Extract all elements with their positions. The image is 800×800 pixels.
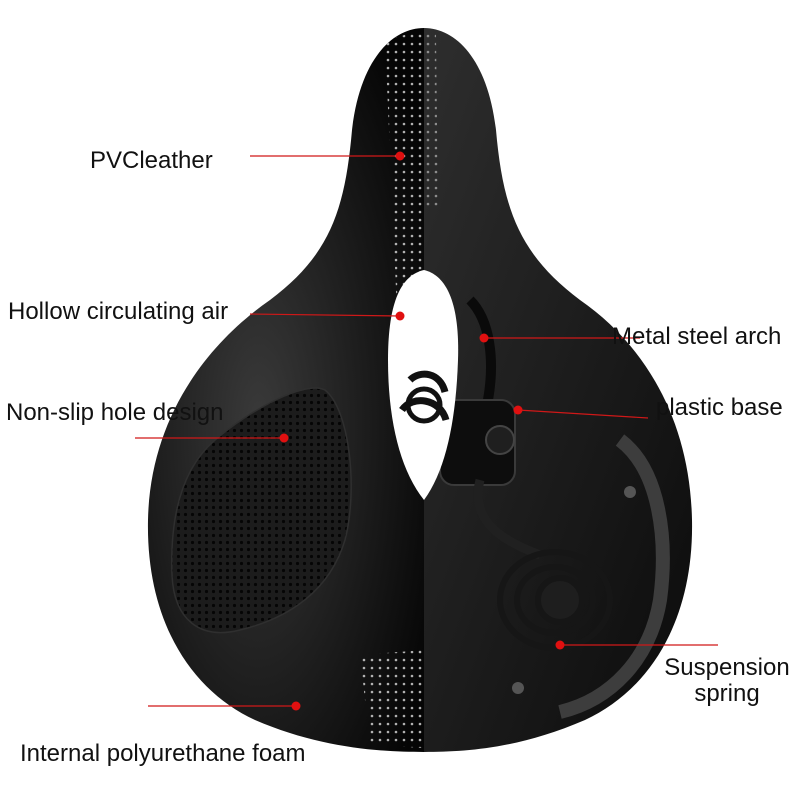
seatpost-mechanism [399, 370, 450, 424]
marker-hollow-air [395, 311, 405, 321]
label-pvc-leather: PVCleather [90, 147, 213, 174]
marker-metal-arch [479, 333, 489, 343]
label-suspension-line2: spring [694, 680, 760, 707]
metal-steel-arch [466, 296, 496, 461]
saddle-right-half [424, 28, 693, 752]
suspension-spring [497, 549, 613, 651]
marker-suspension [555, 640, 565, 650]
marker-non-slip [279, 433, 289, 443]
leader-lines [135, 155, 718, 707]
marker-plastic-base [513, 405, 523, 415]
marker-pvc-leather [395, 151, 405, 161]
clamp-bolt [485, 425, 515, 455]
markers [279, 151, 565, 711]
label-foam: Internal polyurethane foam [20, 740, 306, 767]
base-screw-2 [512, 682, 524, 694]
saddle-base [424, 28, 693, 752]
plastic-base-rim [558, 434, 670, 719]
label-metal-arch: Metal steel arch [612, 323, 782, 350]
label-suspension-spring: Suspension spring [655, 655, 799, 707]
reflective-dots-right [424, 30, 438, 210]
reflective-dots-bottom [360, 650, 424, 748]
label-hollow-air: Hollow circulating air [8, 298, 229, 325]
saddle-cover [147, 28, 424, 752]
suspension-rail [473, 478, 542, 560]
hollow-air-channel [388, 270, 459, 500]
label-suspension-line1: Suspension [664, 654, 790, 681]
label-non-slip: Non-slip hole design [6, 399, 224, 426]
non-slip-hole-patch [171, 387, 352, 634]
marker-foam [291, 701, 301, 711]
saddle-left-half [147, 28, 424, 752]
leader-line-hollow-air [249, 313, 401, 317]
label-plastic-base: plastic base [656, 394, 783, 421]
base-screw-1 [624, 486, 636, 498]
leader-line-plastic-base [517, 409, 649, 419]
